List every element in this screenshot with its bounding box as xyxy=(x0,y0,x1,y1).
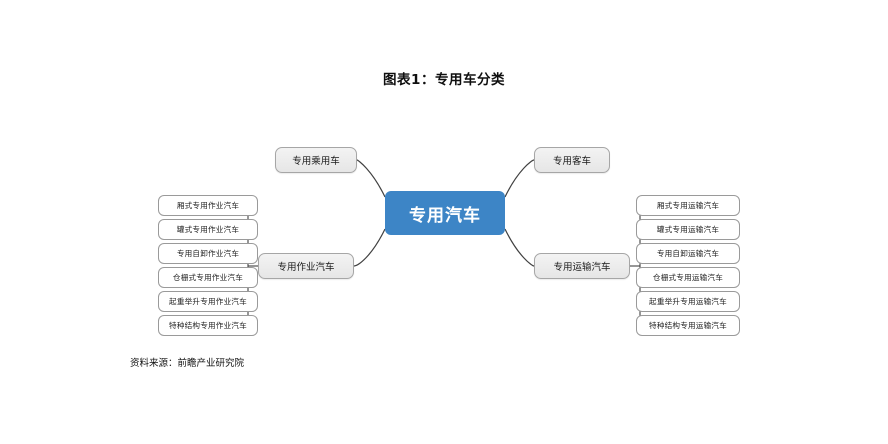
connector-root-to-top-right xyxy=(504,159,535,198)
leaf-node[interactable]: 起重举升专用运输汽车 xyxy=(636,291,740,312)
branch-node-专用运输汽车[interactable]: 专用运输汽车 xyxy=(534,253,630,279)
branch-node-专用客车[interactable]: 专用客车 xyxy=(534,147,610,173)
leaf-node[interactable]: 起重举升专用作业汽车 xyxy=(158,291,258,312)
connector-root-to-top-left xyxy=(356,159,386,198)
source-note: 资料来源：前瞻产业研究院 xyxy=(130,358,245,369)
branch-node-专用乘用车[interactable]: 专用乘用车 xyxy=(275,147,357,173)
leaf-node[interactable]: 仓栅式专用作业汽车 xyxy=(158,267,258,288)
leaf-node[interactable]: 仓栅式专用运输汽车 xyxy=(636,267,740,288)
leaf-node[interactable]: 专用自卸运输汽车 xyxy=(636,243,740,264)
branch-node-专用作业汽车[interactable]: 专用作业汽车 xyxy=(258,253,354,279)
figure-title: 图表1：专用车分类 xyxy=(383,72,505,88)
leaf-node[interactable]: 特种结构专用运输汽车 xyxy=(636,315,740,336)
root-node[interactable]: 专用汽车 xyxy=(385,191,505,235)
leaf-node[interactable]: 特种结构专用作业汽车 xyxy=(158,315,258,336)
leaf-node[interactable]: 专用自卸作业汽车 xyxy=(158,243,258,264)
connector-root-to-bottom-right xyxy=(504,228,535,267)
leaf-node[interactable]: 厢式专用运输汽车 xyxy=(636,195,740,216)
leaf-node[interactable]: 罐式专用作业汽车 xyxy=(158,219,258,240)
leaf-node[interactable]: 厢式专用作业汽车 xyxy=(158,195,258,216)
connector-root-to-bottom-left xyxy=(353,228,386,267)
leaf-node[interactable]: 罐式专用运输汽车 xyxy=(636,219,740,240)
